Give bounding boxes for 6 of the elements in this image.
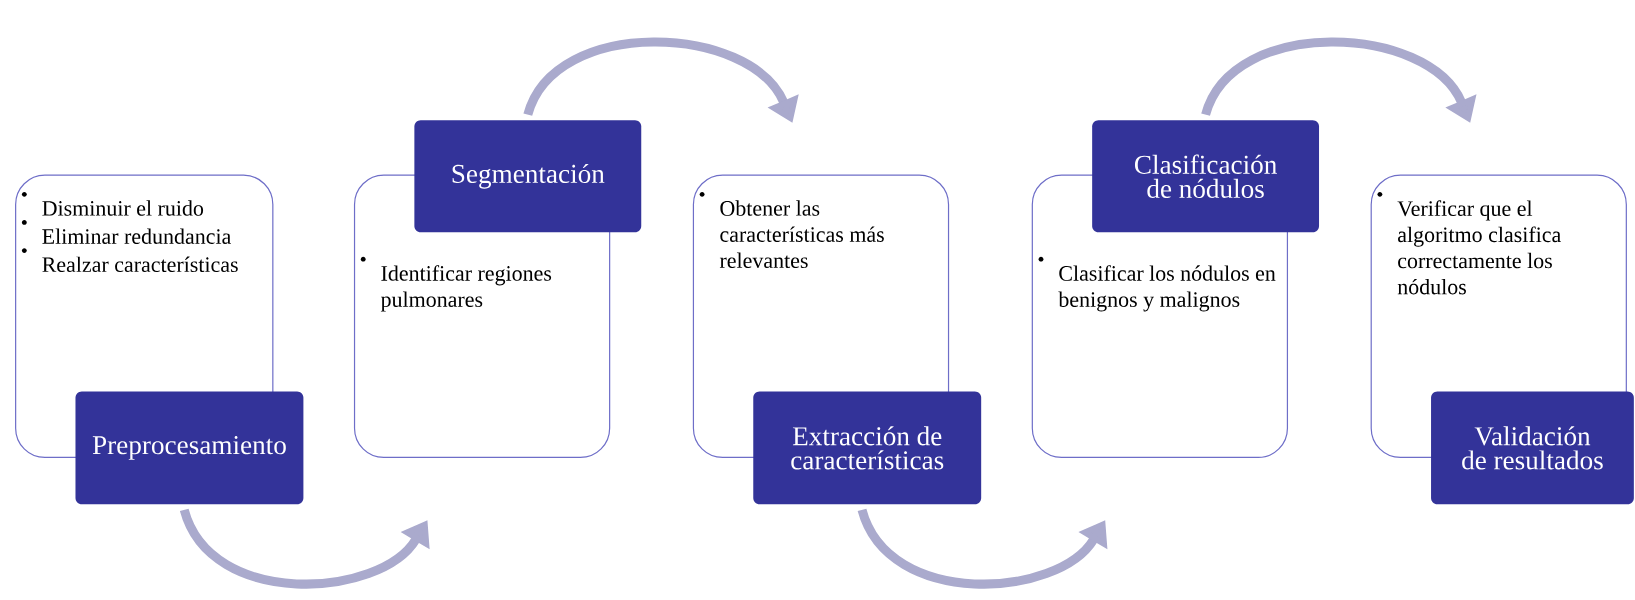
title-box: Validación de resultados [1431,391,1634,505]
title-box: Clasificación de nódulos [1092,120,1320,233]
title-box: Extracción de características [753,391,982,505]
title-box: Segmentación [414,120,642,233]
title-box: Preprocesamiento [75,391,304,505]
curved-arrow [180,508,430,589]
